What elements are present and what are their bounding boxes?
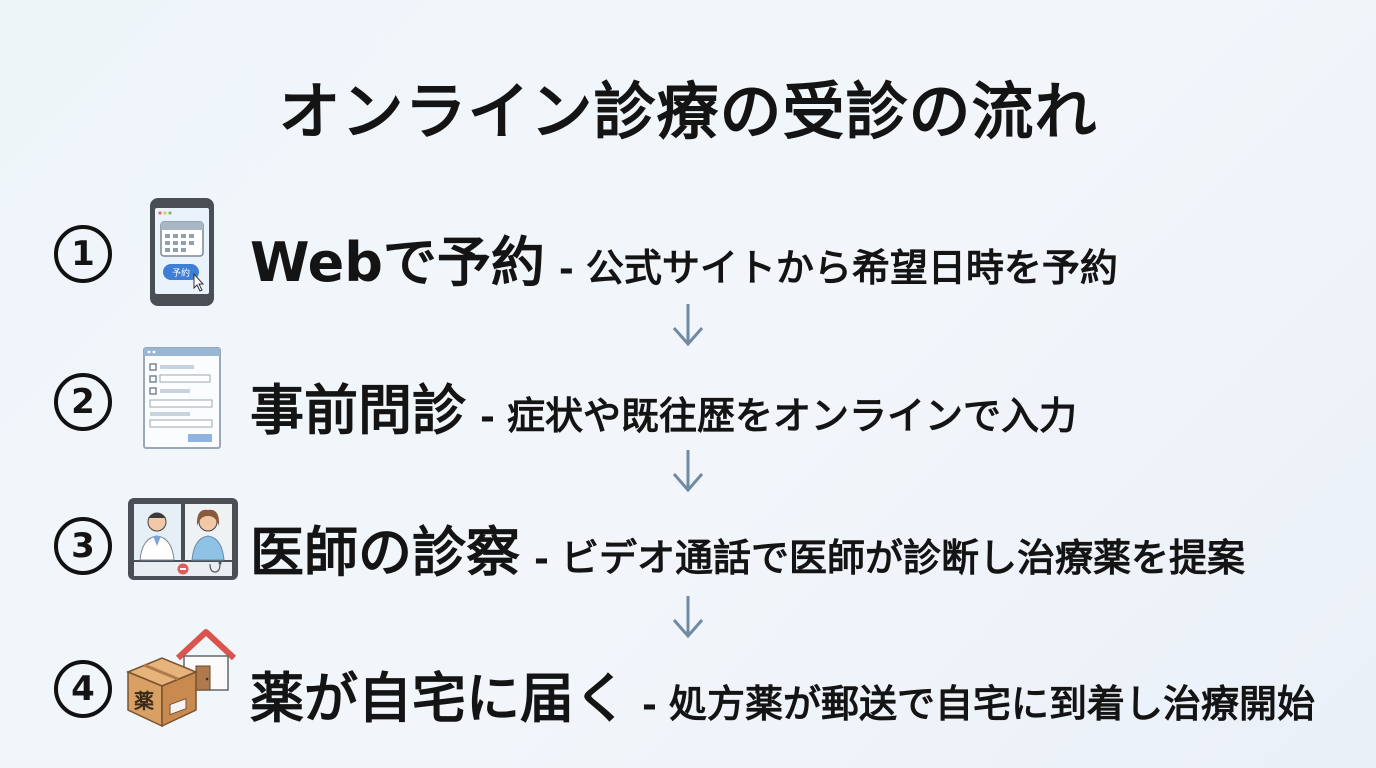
step-number-1: 1 [54, 225, 112, 283]
step-3-description: ビデオ通話で医師が診断し治療薬を提案 [560, 536, 1245, 580]
step-1-title: Webで予約 [250, 231, 545, 294]
step-2-separator: - [480, 397, 495, 438]
video-call-doctor-icon [128, 498, 238, 580]
step-4-title: 薬が自宅に届く [250, 667, 628, 730]
medicine-box-house-icon: 薬 [126, 629, 237, 728]
step-2-title: 事前問診 [250, 379, 466, 442]
step-1-separator: - [558, 249, 574, 290]
step-3: 3 医師の診察 - ビデオ通話で医師が診断し治療薬を提案 [0, 490, 1376, 602]
step-1-text: Webで予約 - 公式サイトから希望日時を予約 [250, 218, 1118, 297]
page-title: オンライン診療の受診の流れ [278, 75, 1098, 148]
step-3-title: 医師の診察 [250, 521, 520, 584]
step-number-4: 4 [54, 660, 112, 718]
step-4-description: 処方薬が郵送で自宅に到着し治療開始 [668, 682, 1315, 726]
step-1: 1 予約 Webで予約 - 公式サイトから希望日時を予約 [0, 196, 1376, 308]
step-4: 4 薬 薬が自宅に届く - 処方薬が郵送で自宅に到着し治療開始 [0, 620, 1376, 732]
step-2: 2 事前問診 - 症状や既往歴をオンラインで入力 [0, 344, 1376, 456]
step-4-text: 薬が自宅に届く - 処方薬が郵送で自宅に到着し治療開始 [250, 654, 1315, 733]
step-3-text: 医師の診察 - ビデオ通話で医師が診断し治療薬を提案 [250, 508, 1245, 587]
step-2-description: 症状や既往歴をオンラインで入力 [506, 394, 1077, 438]
step-1-description: 公式サイトから希望日時を予約 [585, 246, 1118, 290]
arrow-down-icon [672, 304, 704, 347]
step-2-text: 事前問診 - 症状や既往歴をオンラインで入力 [250, 366, 1077, 445]
arrow-down-icon [672, 450, 704, 493]
smartphone-calendar-icon: 予約 [150, 198, 214, 306]
step-number-3: 3 [54, 517, 112, 575]
step-4-separator: - [642, 685, 657, 726]
questionnaire-form-icon [143, 347, 221, 449]
step-number-2: 2 [54, 373, 112, 431]
medicine-box-label: 薬 [134, 689, 154, 713]
reserve-icon-label: 予約 [172, 267, 190, 279]
arrow-down-icon [672, 596, 704, 639]
step-3-separator: - [534, 539, 549, 580]
